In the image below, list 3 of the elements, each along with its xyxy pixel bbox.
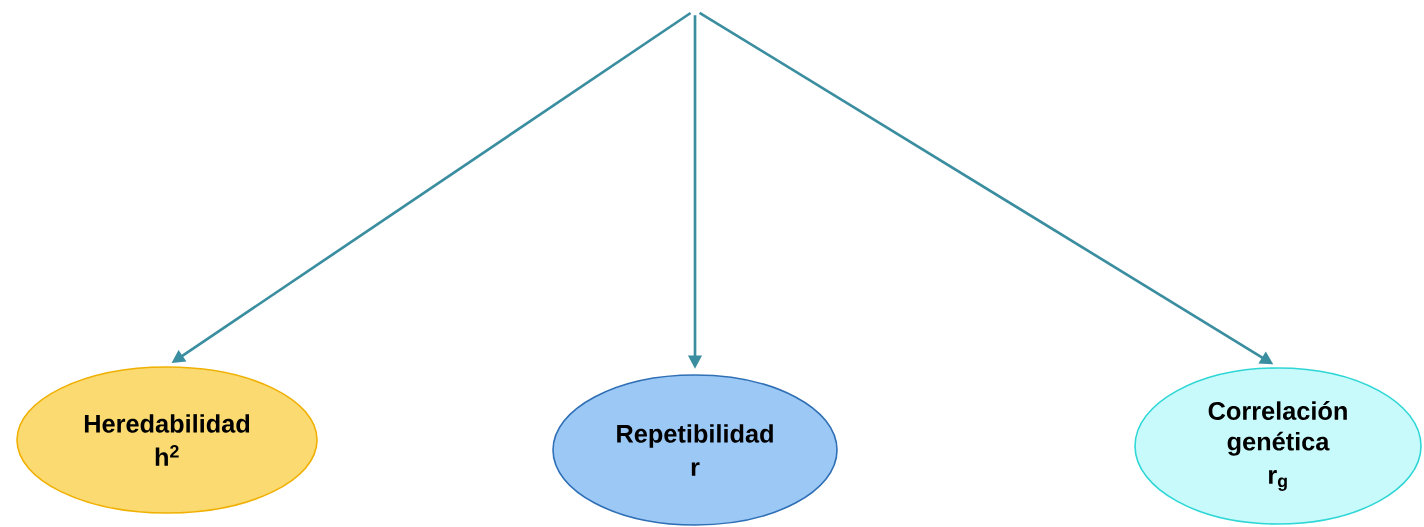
ellipse-node: Heredabilidad h$^{2}$ — [16, 366, 318, 514]
ellipse-node: Repetibilidad r — [552, 374, 838, 526]
ellipse-node: Correlación genética r$_{g}$ — [1134, 367, 1422, 525]
